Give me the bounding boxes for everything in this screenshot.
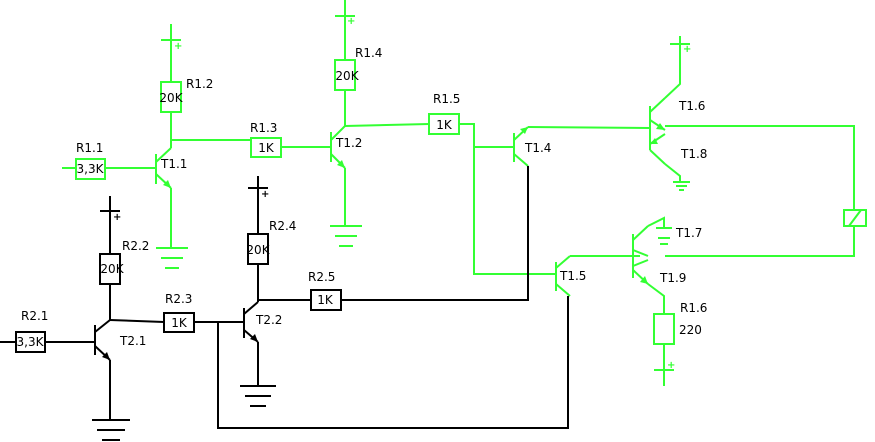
resistor-value: 20K: [335, 69, 359, 83]
resistor-label: R2.2: [122, 239, 149, 253]
transistor-label-t1-6: T1.6: [678, 99, 705, 113]
transistor-label-t1-7: T1.7: [675, 226, 702, 240]
resistor-r1-4: 20K R1.4: [334, 46, 382, 91]
resistor-value: 1K: [258, 141, 275, 155]
active-network: + +: [62, 0, 867, 386]
resistor-label: R2.4: [269, 219, 296, 233]
transistor-label-t1-2: T1.2: [335, 136, 362, 150]
resistor-r2-3: 1K R2.3: [163, 292, 195, 333]
resistor-label: R2.3: [165, 292, 192, 306]
resistor-r1-6: 220 R1.6: [653, 301, 707, 345]
resistor-value: 220: [679, 323, 702, 337]
resistor-label: R1.1: [76, 141, 103, 155]
resistor-value: 1K: [317, 293, 334, 307]
transistor-label-t1-8: T1.8: [680, 147, 707, 161]
transistor-label-t1-1: T1.1: [160, 157, 187, 171]
transistor-label-t2-1: T2.1: [119, 334, 146, 348]
resistor-value: 1K: [436, 118, 453, 132]
transistor-label-t1-5: T1.5: [559, 269, 586, 283]
resistor-label: R1.6: [680, 301, 707, 315]
transistor-label-t1-9: T1.9: [659, 271, 686, 285]
plus-sign: +: [174, 41, 182, 52]
resistor-r1-5: 1K R1.5: [428, 92, 460, 135]
transistor-label-t1-4: T1.4: [524, 141, 551, 155]
transistor-label-t2-2: T2.2: [255, 313, 282, 327]
resistor-label: R1.3: [250, 121, 277, 135]
inactive-network: + +: [0, 166, 569, 441]
resistor-value: 20K: [100, 262, 124, 276]
resistor-value: 3,3K: [77, 162, 105, 176]
resistor-value: 20K: [246, 243, 270, 257]
resistor-label: R2.1: [21, 309, 48, 323]
plus-sign: +: [683, 44, 691, 55]
resistor-value: 20K: [159, 91, 183, 105]
plus-sign: +: [261, 189, 269, 200]
resistor-r2-5: 1K R2.5: [308, 270, 342, 311]
resistor-r1-3: 1K R1.3: [250, 121, 282, 158]
plus-sign: +: [113, 212, 121, 223]
resistor-label: R2.5: [308, 270, 335, 284]
resistor-value: 1K: [171, 316, 188, 330]
resistor-r1-1: 3,3K R1.1: [75, 141, 106, 180]
resistor-value: 3,3K: [17, 335, 45, 349]
resistor-r2-1: 3,3K R2.1: [15, 309, 48, 353]
plus-sign: +: [667, 360, 675, 371]
resistor-label: R1.4: [355, 46, 382, 60]
resistor-r2-2: 20K R2.2: [99, 239, 149, 285]
resistor-r1-2: 20K R1.2: [159, 77, 213, 113]
resistor-label: R1.2: [186, 77, 213, 91]
plus-sign: +: [347, 16, 355, 27]
resistor-label: R1.5: [433, 92, 460, 106]
resistor-r2-4: 20K R2.4: [246, 219, 296, 265]
